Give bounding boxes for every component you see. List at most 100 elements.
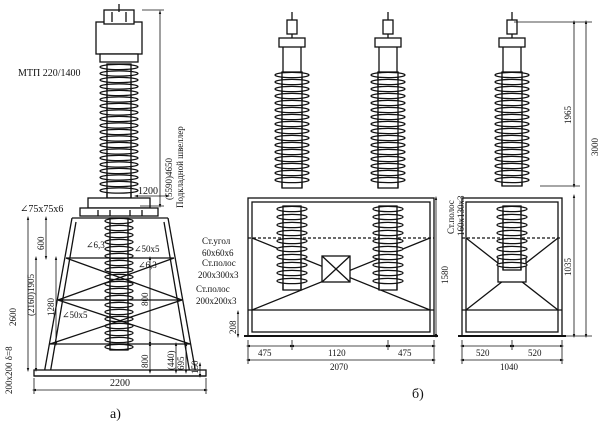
label-dim-600: 600 — [36, 236, 46, 250]
insulator-shed — [99, 128, 139, 136]
insulator-b3 — [494, 12, 530, 271]
insulator-shed — [372, 229, 404, 237]
label-dim-3000: 3000 — [590, 138, 600, 157]
label-dim-475a: 475 — [258, 348, 272, 358]
insulator-cap — [282, 45, 302, 73]
insulator-shed — [494, 169, 530, 177]
insulator-shed — [496, 245, 528, 253]
insulator-shed — [370, 134, 406, 142]
insulator-shed — [372, 237, 404, 245]
insulator-shed — [276, 205, 308, 213]
label-dim-1040: 1040 — [500, 362, 519, 372]
insulator-shed — [99, 83, 139, 90]
insulator-shed — [370, 148, 406, 156]
insulator-shed — [370, 176, 406, 184]
label-angle-50b: ∠50x5 — [62, 310, 88, 320]
insulator-b2 — [370, 12, 406, 291]
insulator-shed — [496, 221, 528, 229]
insulator-shed — [104, 245, 134, 253]
label-steel-angle-size: 60x60x6 — [202, 248, 234, 258]
label-steel-angle: Ст.угол — [202, 236, 231, 246]
insulator-shed — [494, 155, 530, 163]
caption-b: б) — [412, 387, 424, 402]
insulator-cap — [502, 45, 522, 73]
insulator-shed — [104, 231, 134, 239]
insulator-shed — [496, 237, 528, 245]
label-steel-strip-right-size: 160x130x3 — [456, 195, 466, 236]
insulator-shed — [276, 277, 308, 285]
insulator-shed — [99, 135, 139, 142]
model-label: МТП 220/1400 — [18, 68, 81, 79]
insulator-shed — [276, 245, 308, 253]
insulator-terminal-block — [382, 19, 394, 35]
insulator-cap-top — [278, 37, 306, 48]
insulator-shed — [496, 261, 528, 269]
insulator-shed — [274, 169, 310, 177]
label-dim-1965: 1965 — [563, 106, 573, 125]
insulator-shed — [496, 205, 528, 213]
insulator-shed — [494, 113, 530, 121]
insulator-shed — [496, 213, 528, 221]
label-steel-strip-2: Ст.полос — [196, 284, 230, 294]
insulator-shed — [372, 277, 404, 285]
insulator-shed — [99, 70, 139, 77]
label-angle-63a: ∠6,3 — [86, 240, 105, 250]
insulator-shed — [274, 106, 310, 114]
insulator-shed — [104, 301, 134, 309]
label-dim-520a: 520 — [476, 348, 490, 358]
insulator-shed — [274, 71, 310, 79]
label-angle-63b: ∠6,3 — [138, 260, 157, 270]
label-angle-50a: ∠50x5 — [134, 244, 160, 254]
insulator-shed — [370, 120, 406, 128]
insulator-shed — [99, 109, 139, 116]
insulator-shed — [104, 336, 134, 344]
insulator-cap-top — [374, 37, 402, 48]
caption-a: а) — [110, 407, 121, 422]
insulator-shed — [274, 113, 310, 121]
lower-insulator-a — [104, 217, 134, 351]
insulator-shed — [370, 141, 406, 149]
insulator-shed — [370, 127, 406, 135]
label-steel-strip-right: Ст.полос — [446, 200, 456, 234]
insulator-shed — [276, 229, 308, 237]
insulator-shed — [274, 148, 310, 156]
label-dim-800b: 800 — [140, 354, 150, 368]
insulator-shed — [494, 141, 530, 149]
insulator-shed — [494, 162, 530, 170]
label-dim-1035: 1035 — [563, 258, 573, 277]
insulator-shed — [494, 176, 530, 184]
insulator-shed — [370, 71, 406, 79]
insulator-shed — [99, 154, 139, 162]
insulator-shed — [372, 253, 404, 261]
insulator-shed — [99, 102, 139, 110]
insulator-shed — [496, 229, 528, 237]
insulator-shed — [494, 92, 530, 100]
label-angle-top: ∠75x75x6 — [20, 204, 63, 215]
insulator-terminal-block — [506, 19, 518, 35]
insulator-shed — [104, 343, 134, 351]
label-steel-strip-1-size: 200x300x3 — [198, 270, 239, 280]
insulator-shed — [494, 148, 530, 156]
insulator-shed — [494, 99, 530, 107]
insulator-a — [99, 63, 139, 199]
label-steel-strip-1: Ст.полос — [202, 258, 236, 268]
dimensions-b — [236, 20, 592, 364]
label-base-plate: 200x200 δ=8 — [4, 346, 14, 394]
insulator-shed — [496, 253, 528, 261]
insulator-shed — [274, 92, 310, 100]
insulator-shed — [104, 238, 134, 246]
dimensions-a — [26, 9, 208, 394]
insulator-shed — [370, 92, 406, 100]
label-dim-2070: 2070 — [330, 362, 349, 372]
insulator-shed — [99, 89, 139, 97]
insulator-shed — [494, 85, 530, 93]
labels-a: МТП 220/1400 ∠75x75x6 1200 (5590)4650 По… — [4, 68, 200, 422]
insulator-shed — [274, 78, 310, 86]
insulator-shed — [274, 134, 310, 142]
insulator-shed — [104, 280, 134, 288]
insulator-shed — [494, 71, 530, 79]
labels-b: Ст.угол 60x60x6 Ст.полос 200x300x3 Ст.по… — [196, 106, 600, 403]
insulator-shed — [372, 213, 404, 221]
insulator-shed — [104, 266, 134, 274]
figure-b — [236, 12, 592, 364]
